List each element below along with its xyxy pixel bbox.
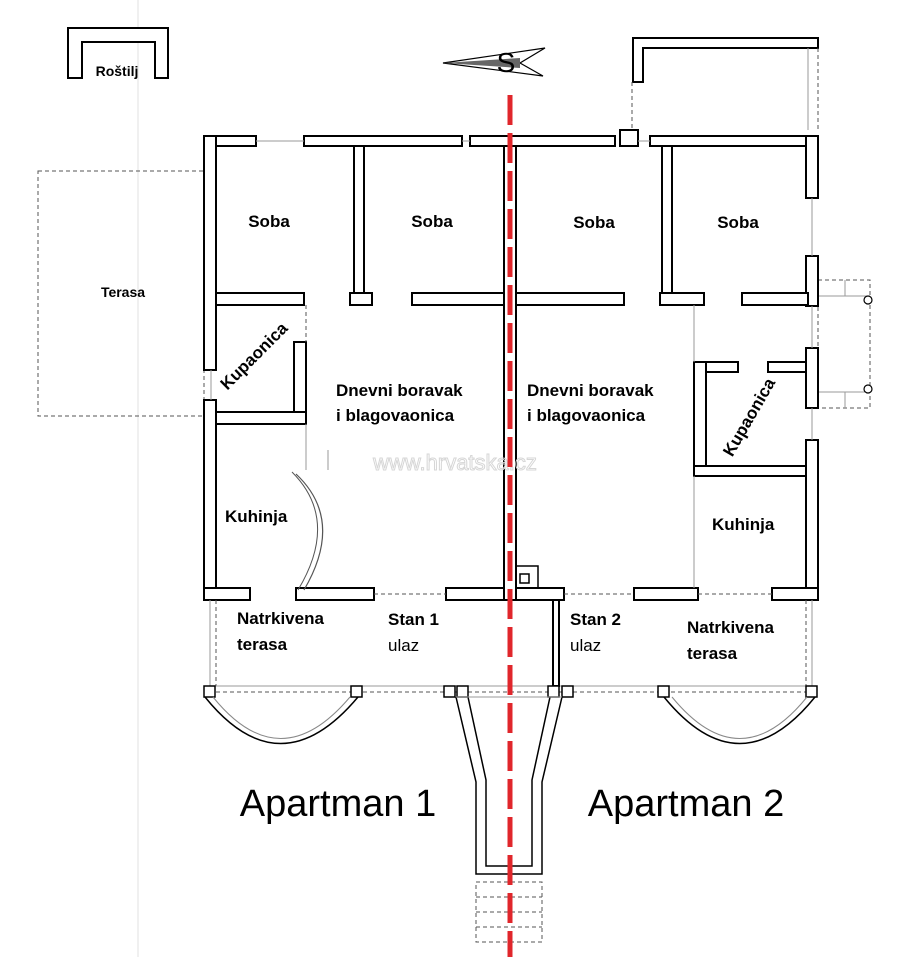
room-kuhinja-1: Kuhinja: [225, 507, 288, 526]
room-terasa-2-line1: Natrkivena: [687, 618, 774, 637]
terrace-area: Terasa: [37, 170, 205, 417]
room-dnevni-1-line1: Dnevni boravak: [336, 381, 463, 400]
apartment-1-title: Apartman 1: [240, 783, 436, 825]
bbq-label: Roštilj: [96, 63, 139, 79]
room-kupaonica-2: Kupaonica: [719, 374, 779, 459]
bbq-outline: [67, 27, 169, 79]
entrance-ulaz-1: ulaz: [388, 636, 419, 655]
entrance-stan-2: Stan 2: [570, 610, 621, 629]
compass-icon: S: [442, 47, 546, 78]
door-arc: [295, 473, 324, 591]
room-soba-1a: Soba: [248, 212, 290, 231]
bbq: Roštilj: [67, 27, 169, 79]
entrance-ulaz-2: ulaz: [570, 636, 601, 655]
apartment-2-title: Apartman 2: [588, 783, 784, 825]
watermark: www.hrvatska.cz: [372, 450, 537, 475]
room-dnevni-2-line2: i blagovaonica: [527, 406, 646, 425]
exterior-walls: [203, 129, 819, 601]
entrance-stan-1: Stan 1: [388, 610, 439, 629]
room-terasa-1-line1: Natrkivena: [237, 609, 324, 628]
room-soba-2b: Soba: [717, 213, 759, 232]
compass-letter: S: [497, 47, 516, 78]
room-kuhinja-2: Kuhinja: [712, 515, 775, 534]
room-dnevni-1-line2: i blagovaonica: [336, 406, 455, 425]
side-steps-right: [817, 279, 873, 409]
room-soba-2a: Soba: [573, 213, 615, 232]
balcony-top-right: [631, 37, 819, 130]
room-dnevni-2-line1: Dnevni boravak: [527, 381, 654, 400]
covered-porch: [203, 599, 818, 745]
room-kupaonica-1: Kupaonica: [217, 318, 292, 393]
room-soba-1b: Soba: [411, 212, 453, 231]
room-terasa-1-line2: terasa: [237, 635, 288, 654]
terrace-label: Terasa: [101, 284, 145, 300]
room-terasa-2-line2: terasa: [687, 644, 738, 663]
